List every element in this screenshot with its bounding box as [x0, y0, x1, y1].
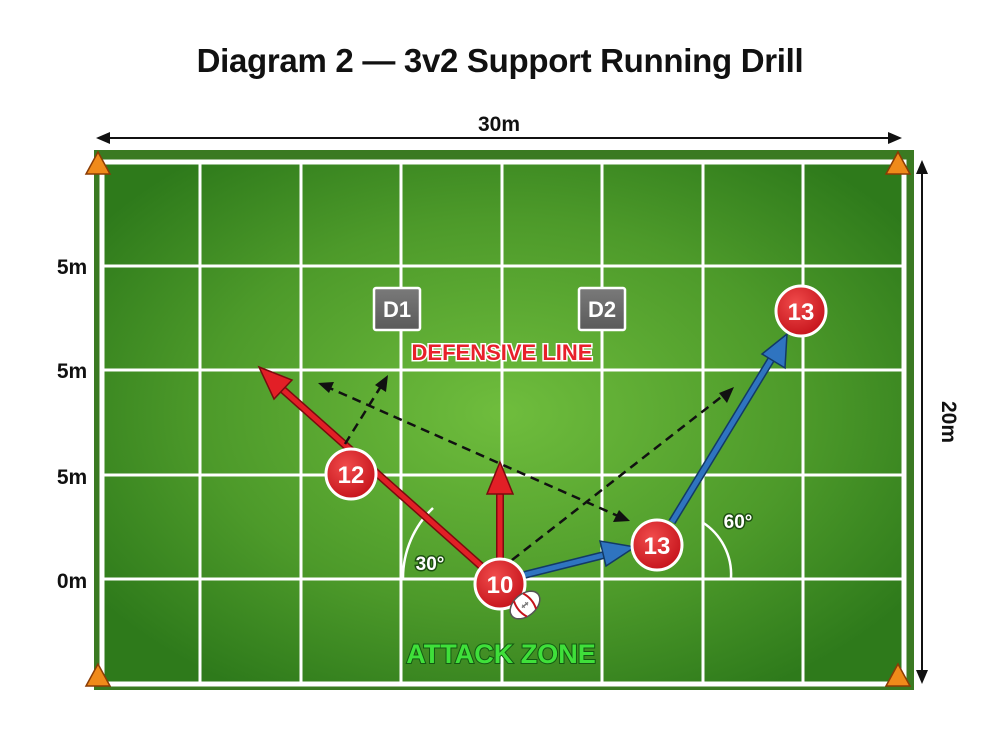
run-line-12 — [269, 377, 502, 585]
page-title: Diagram 2 — 3v2 Support Running Drill — [196, 42, 804, 79]
attack-zone-label: ATTACK ZONE — [406, 639, 595, 669]
corner-cones — [84, 150, 912, 687]
row-label-3: 5m — [57, 466, 87, 489]
defender-d1: D1 — [372, 286, 422, 332]
pitch — [94, 150, 914, 690]
arrowhead-icon — [599, 540, 638, 568]
running-lines — [257, 332, 788, 586]
cone-icon — [84, 150, 112, 175]
width-label: 30m — [478, 113, 520, 136]
arrowhead-icon — [485, 460, 515, 495]
arrowhead-icon — [719, 387, 734, 403]
cone-icon — [84, 662, 112, 687]
defender-d2: D2 — [577, 286, 627, 332]
defender-label: D2 — [588, 297, 616, 322]
rugby-ball-icon — [509, 590, 541, 620]
player-13-target: 13 — [774, 284, 828, 338]
row-label-2: 5m — [57, 360, 87, 383]
angle-label-right: 60° — [724, 512, 753, 533]
support-run-line-1 — [519, 550, 613, 579]
row-label-1: 5m — [57, 256, 87, 279]
height-label: 20m — [937, 401, 960, 443]
arrowhead-icon — [613, 510, 630, 522]
player-13-support: 13 — [630, 518, 684, 572]
arrowhead-icon — [257, 365, 294, 401]
player-number: 13 — [788, 299, 815, 326]
angle-label-left: 30° — [416, 554, 445, 575]
angle-arcs: 30° 60° — [401, 507, 754, 579]
row-label-4: 0m — [57, 570, 87, 593]
arrowhead-icon — [375, 375, 388, 392]
pass-arrowheads — [318, 375, 734, 522]
player-number: 10 — [487, 572, 514, 599]
angle-arc-right — [701, 520, 733, 579]
width-dimension: 30m — [96, 113, 902, 144]
player-number: 13 — [644, 533, 671, 560]
row-labels: 5m 5m 5m 0m — [57, 256, 87, 593]
pass-line-crossfield — [324, 384, 619, 518]
cone-icon — [884, 662, 912, 687]
cone-icon — [884, 150, 912, 175]
player-12: 12 — [324, 447, 378, 501]
player-number: 12 — [338, 462, 365, 489]
defensive-line-label: DEFENSIVE LINE — [412, 340, 593, 365]
player-10: 10 — [473, 557, 527, 611]
pass-line-10-long — [511, 393, 726, 561]
pitch-grid — [102, 162, 904, 684]
height-dimension: 20m — [916, 160, 960, 684]
arrowhead-icon — [760, 332, 788, 370]
pass-lines — [324, 382, 726, 561]
arrowhead-icon — [318, 382, 334, 393]
defender-label: D1 — [383, 297, 411, 322]
pass-line-12-forward — [343, 382, 385, 445]
support-run-line-2 — [669, 356, 775, 524]
